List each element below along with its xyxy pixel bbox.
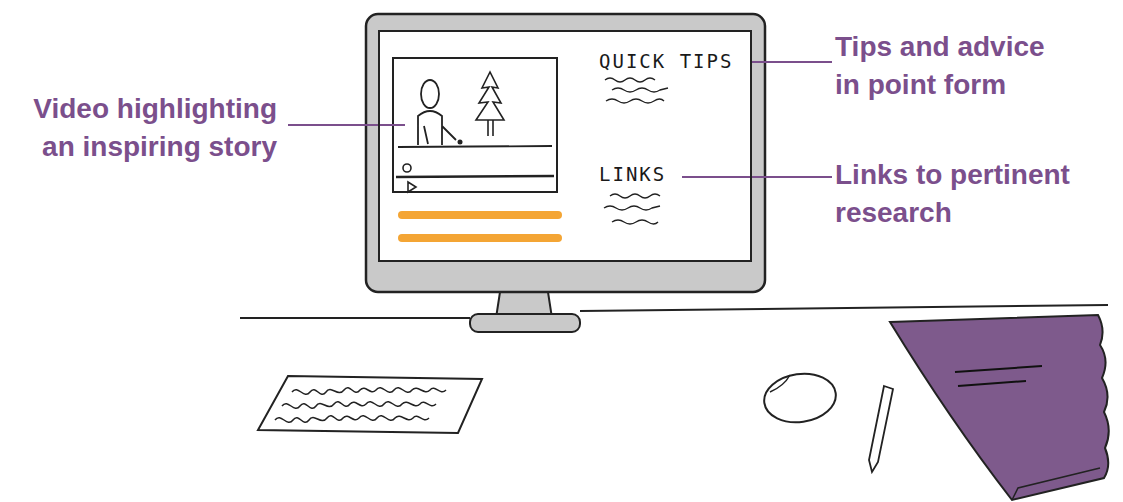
desk-line [580,305,1108,311]
screen-panel: QUICK TIPS LINKS [378,30,752,262]
keyboard [258,376,482,433]
monitor-base [470,314,580,332]
screen-heading: QUICK TIPS [599,50,733,72]
mouse [761,369,839,427]
callout-text: Video highlighting an inspiring story [22,90,277,166]
play-button [408,182,416,192]
ground-line [398,146,552,147]
video-frame [393,58,557,192]
text-bar [402,211,558,219]
figure-head [421,80,439,108]
video-controls [396,176,554,177]
notebook-title [955,366,1042,386]
keyboard-keys [292,388,446,395]
ball [403,164,411,172]
figure-body [418,111,456,145]
tree [476,72,504,136]
text-bar [402,234,558,242]
keyboard-keys [282,402,436,409]
notebook [890,315,1109,500]
ball [458,140,463,145]
keyboard-keys [275,416,429,423]
scribble-line [606,99,664,103]
scribble-line [612,220,658,224]
leader-line [682,176,832,178]
leader-line [752,61,832,63]
scribble-line [610,194,660,198]
notebook-edge [1012,468,1100,500]
callout-text: Tips and advice in point form [835,28,1060,104]
monitor-frame [366,14,765,292]
callout-text: Links to pertinent research [835,156,1080,232]
screen-heading: LINKS [599,163,666,185]
scribble-line [604,206,660,210]
scribble-line [612,88,668,92]
mouse-button [770,375,790,392]
leader-line [288,124,405,126]
desk-line [240,317,470,319]
pen [869,386,893,472]
monitor-screen [378,30,752,262]
scribble-line [605,78,655,82]
